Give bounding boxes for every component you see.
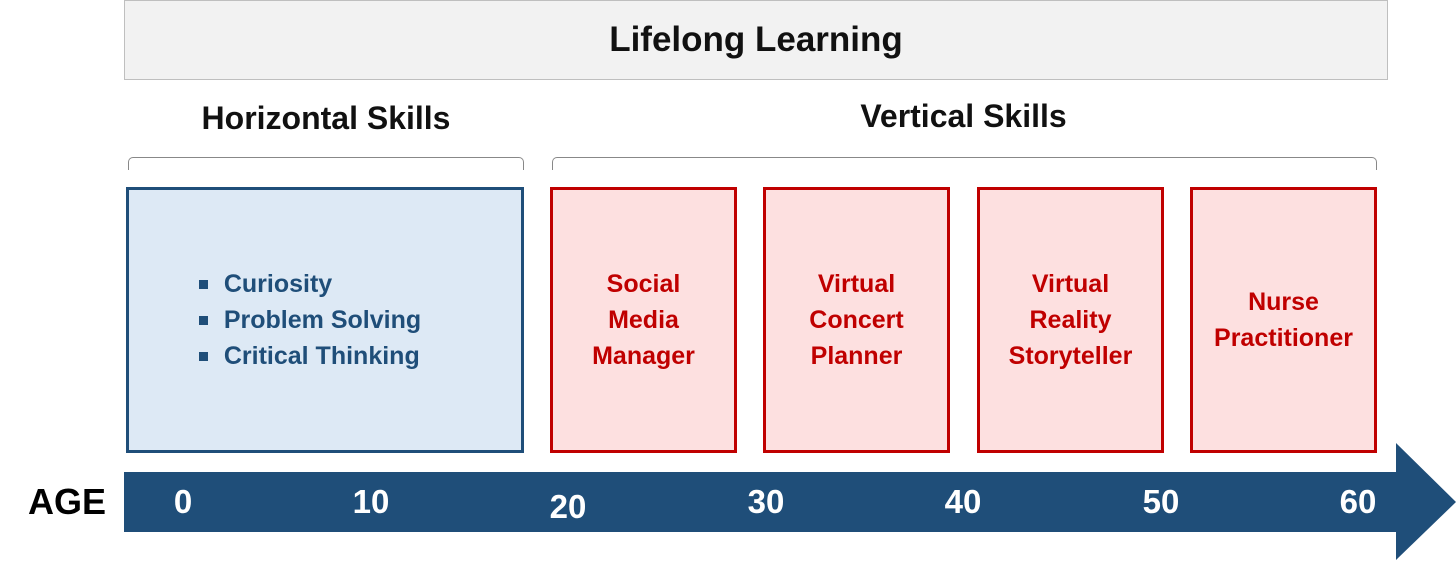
page-title: Lifelong Learning <box>124 0 1388 80</box>
bullet-icon <box>198 315 208 325</box>
age-tick: 20 <box>549 488 587 525</box>
job-line: Concert <box>809 306 904 334</box>
age-tick: 60 <box>1339 483 1377 520</box>
horizontal-skills-box: Curiosity Problem Solving Critical Think… <box>126 187 524 453</box>
skill-item: Curiosity <box>198 266 421 302</box>
vertical-bracket <box>552 157 1377 170</box>
job-line: Nurse <box>1248 288 1319 316</box>
age-tick: 30 <box>747 483 785 520</box>
skill-label: Critical Thinking <box>223 342 420 370</box>
skill-item: Problem Solving <box>198 302 422 338</box>
job-line: Planner <box>810 342 903 370</box>
age-tick: 10 <box>352 483 390 520</box>
vertical-skills-heading: Vertical Skills <box>860 98 1067 134</box>
bullet-icon <box>198 279 208 289</box>
job-line: Manager <box>592 342 695 370</box>
arrow-shape <box>124 443 1456 560</box>
job-line: Reality <box>1029 306 1112 334</box>
job-line: Virtual <box>817 270 896 298</box>
skill-label: Curiosity <box>223 270 333 298</box>
horizontal-skills-heading: Horizontal Skills <box>201 100 451 136</box>
age-tick: 40 <box>944 483 982 520</box>
job-line: Social <box>606 270 681 298</box>
bullet-icon <box>198 351 208 361</box>
job-line: Practitioner <box>1214 324 1353 352</box>
horizontal-bracket <box>128 157 524 170</box>
skill-item: Critical Thinking <box>198 338 421 374</box>
age-tick: 0 <box>173 483 193 520</box>
job-line: Virtual <box>1031 270 1110 298</box>
job-line: Media <box>608 306 679 334</box>
age-axis-label: AGE <box>28 481 107 522</box>
job-line: Storyteller <box>1008 342 1133 370</box>
skill-label: Problem Solving <box>223 306 422 334</box>
age-tick: 50 <box>1142 483 1180 520</box>
